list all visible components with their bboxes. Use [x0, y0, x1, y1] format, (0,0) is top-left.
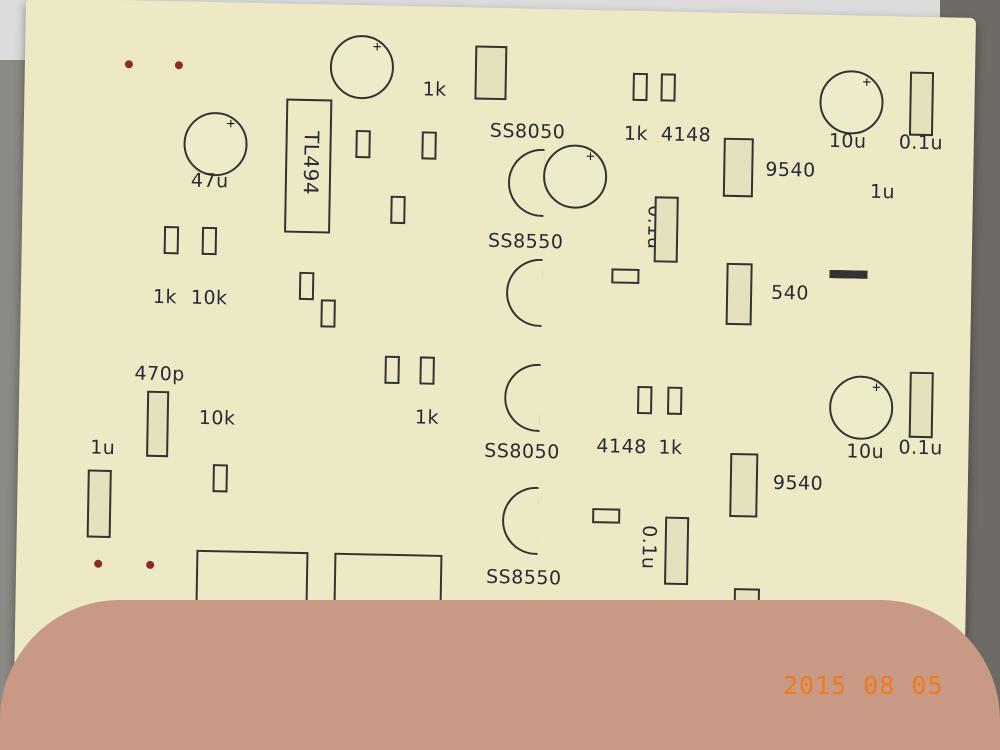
capacitor-0.1u — [664, 516, 690, 586]
label-4148: 4148 — [660, 123, 712, 147]
mount-hole — [94, 559, 103, 568]
capacitor-0.1u — [653, 196, 679, 263]
transistor — [507, 148, 545, 217]
transistor — [501, 486, 539, 555]
resistor — [592, 508, 621, 524]
label-1k: 1k — [658, 436, 683, 459]
resistor — [201, 226, 218, 256]
ic-tl494: TL494 — [284, 98, 333, 234]
transistor-540 — [725, 262, 753, 326]
mount-hole — [146, 560, 155, 569]
label-1k: 1k — [414, 406, 440, 429]
label-1k: 1k — [422, 78, 447, 101]
resistor — [419, 356, 435, 385]
resistor — [390, 195, 406, 225]
label-10k: 10k — [198, 406, 236, 430]
capacitor-1u — [86, 469, 112, 539]
label-470p: 470p — [134, 362, 186, 386]
transistor-9540 — [722, 137, 754, 198]
label-10u: 10u — [828, 129, 867, 153]
ic-label: TL494 — [298, 130, 324, 196]
label-ss8050: SS8050 — [484, 439, 560, 464]
label-540: 540 — [770, 281, 810, 305]
transistor — [503, 363, 541, 432]
transistor-9540 — [729, 452, 759, 518]
capacitor-1u — [829, 269, 868, 279]
capacitor-0.1u — [908, 371, 934, 439]
capacitor — [542, 143, 608, 210]
resistor — [298, 271, 315, 301]
resistor — [163, 226, 180, 255]
capacitor-10u — [828, 375, 894, 441]
label-1u: 1u — [90, 436, 116, 460]
label-10u: 10u — [846, 440, 885, 464]
label-ss8550: SS8550 — [487, 229, 564, 254]
label-9540: 9540 — [765, 158, 816, 182]
resistor — [632, 72, 648, 102]
resistor — [212, 464, 228, 493]
label-ss8050: SS8050 — [489, 119, 566, 144]
resistor — [355, 130, 371, 159]
label-0.1u: 0.1u — [637, 524, 661, 570]
label-4148: 4148 — [596, 435, 647, 459]
transistor — [505, 258, 543, 327]
label-1k: 1k — [623, 122, 649, 146]
resistor — [384, 355, 400, 385]
resistor — [666, 386, 683, 415]
capacitor-0.1u — [908, 71, 935, 137]
regulator-header — [474, 45, 508, 101]
resistor — [611, 268, 640, 284]
label-1u: 1u — [869, 180, 896, 204]
date-stamp: 2015 08 05 — [783, 671, 944, 700]
resistor — [421, 131, 437, 160]
label-9540: 9540 — [772, 471, 824, 495]
mount-hole — [124, 60, 133, 69]
label-47u: 47u — [190, 169, 229, 193]
capacitor — [329, 34, 395, 100]
resistor — [320, 299, 336, 328]
label-0.1u: 0.1u — [898, 131, 944, 155]
thumb — [0, 600, 1000, 750]
label-10k: 10k — [190, 286, 228, 310]
label-0.1u: 0.1u — [898, 436, 943, 460]
label-1k: 1k — [152, 285, 178, 309]
diode — [660, 73, 676, 102]
diode — [636, 385, 653, 415]
capacitor-470p — [146, 390, 170, 458]
capacitor-10u — [818, 69, 885, 136]
mount-hole — [174, 61, 183, 70]
capacitor-47u — [182, 111, 249, 177]
label-ss8550: SS8550 — [485, 565, 562, 590]
